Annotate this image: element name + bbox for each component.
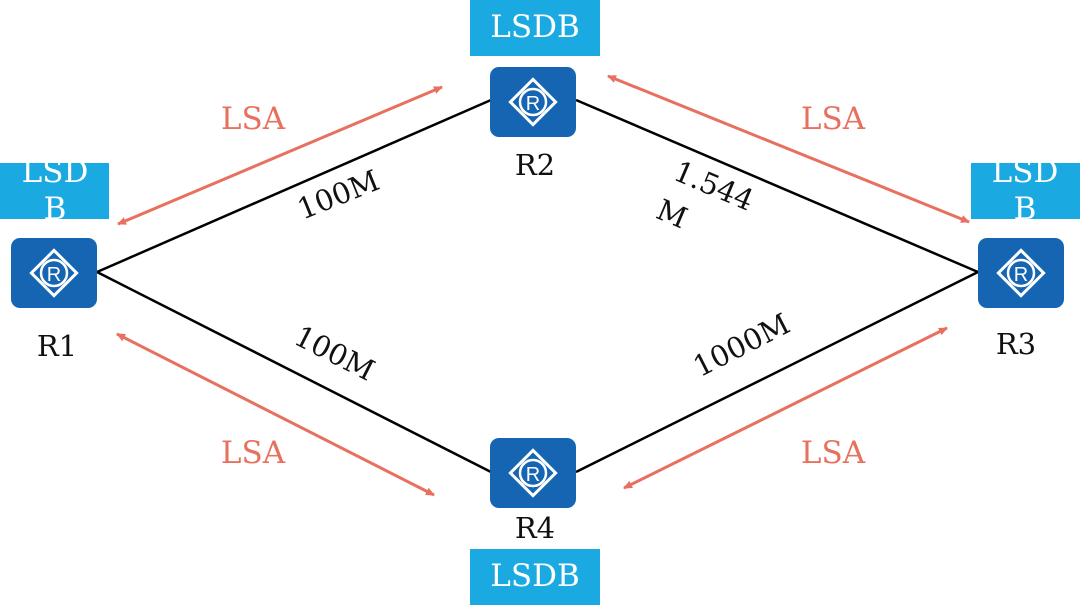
lsdb-box-r1: LSD B: [0, 154, 109, 227]
lsa-arrow-top-right: [607, 74, 970, 224]
link-r1-r4: [96, 270, 492, 474]
router-icon: [11, 238, 97, 308]
lsa-arrow-bottom-left: [116, 332, 435, 497]
lsdb-box-r2: LSDB: [470, 0, 600, 56]
router-label-r3: R3: [996, 327, 1036, 361]
lsdb-box-r4: LSDB: [470, 549, 600, 605]
link-label-r2-r3-line2: M: [652, 192, 693, 235]
router-r4: R4: [490, 438, 576, 545]
lsa-label-bottom-right: LSA: [801, 435, 866, 471]
router-r1: R1: [11, 238, 97, 363]
link-label-r1-r2: 100M: [292, 163, 384, 226]
lsdb-label-r3-line1: LSD: [992, 154, 1059, 190]
lsa-arrow-top-left: [117, 85, 443, 226]
lsdb-label-r2: LSDB: [490, 9, 579, 45]
router-label-r2: R2: [515, 148, 555, 182]
router-icon: [978, 238, 1064, 308]
router-r2: R2: [490, 67, 576, 182]
router-icon: [490, 438, 576, 508]
lsdb-label-r3-line2: B: [1014, 191, 1037, 227]
lsa-arrow-bottom-right: [623, 326, 948, 490]
link-r4-r3: [575, 270, 979, 474]
router-r3: R3: [978, 238, 1064, 361]
lsa-label-bottom-left: LSA: [221, 435, 286, 471]
router-label-r4: R4: [515, 511, 555, 545]
lsdb-box-r3: LSD B: [971, 154, 1080, 227]
lsa-label-top-left: LSA: [221, 101, 286, 137]
link-r2-r3: [575, 98, 979, 274]
router-label-r1: R1: [37, 329, 77, 363]
router-icon: [490, 67, 576, 137]
lsa-arrows: [116, 74, 970, 497]
lsdb-label-r1-line1: LSD: [22, 154, 89, 190]
lsa-label-top-right: LSA: [801, 101, 866, 137]
link-r1-r2: [96, 98, 492, 274]
lsdb-label-r4: LSDB: [490, 558, 579, 594]
lsdb-label-r1-line2: B: [44, 191, 67, 227]
